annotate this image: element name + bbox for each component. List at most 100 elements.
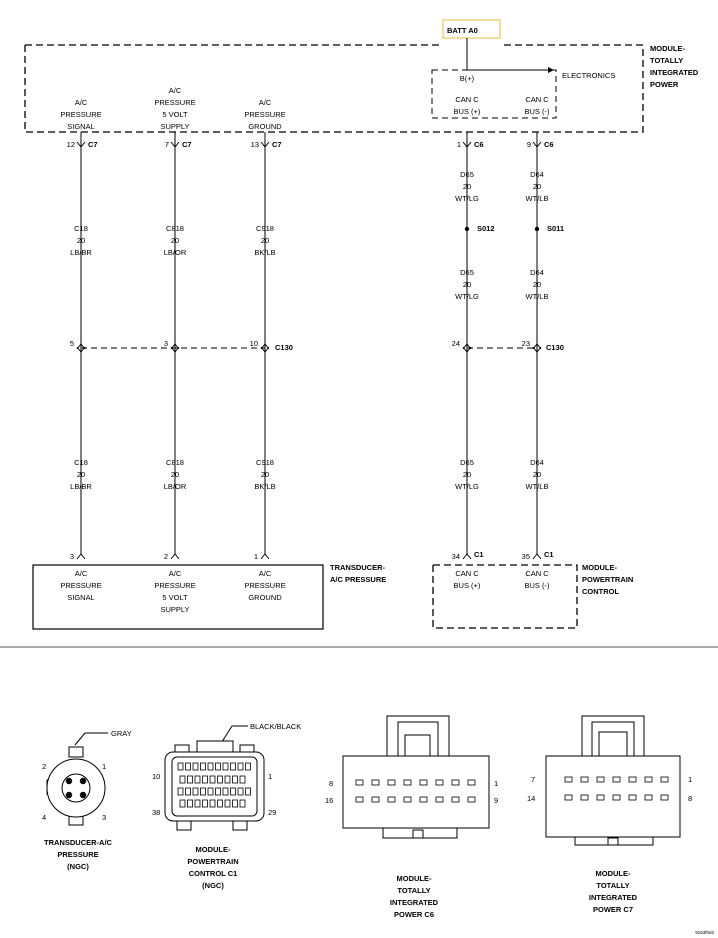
pcm-c1-cavity bbox=[217, 799, 223, 808]
batt-a0-label: BATT A0 bbox=[447, 26, 478, 35]
tipm-c6-cavity bbox=[355, 796, 364, 803]
bottom-pin-fork-supply bbox=[170, 553, 180, 560]
pcm-title-1: MODULE- bbox=[582, 563, 617, 572]
bottom-pin-can-minus: 35 bbox=[522, 552, 530, 561]
pcm-c1-cavity bbox=[245, 787, 251, 796]
bottom-pin-signal: 3 bbox=[70, 552, 74, 561]
pcm-c1-cavities bbox=[177, 762, 251, 808]
transducer-pin-3 bbox=[79, 791, 87, 799]
pcm-c1-cavity bbox=[230, 787, 236, 796]
upper-wire-label-supply: 20 bbox=[171, 236, 179, 245]
bot-func-supply-4: SUPPLY bbox=[160, 605, 189, 614]
pcm-c1-cavity bbox=[215, 762, 221, 771]
top-pin-fork-ground bbox=[260, 141, 270, 148]
pcm-c1-cavity bbox=[202, 775, 208, 784]
c130-fork-bottom-signal bbox=[76, 346, 86, 353]
tipm-c6-cavity bbox=[467, 779, 476, 786]
pcm-c1-caption-1: MODULE- bbox=[196, 845, 231, 854]
upper-wire2-label-can-plus: 20 bbox=[463, 280, 471, 289]
tipm-c6-cavity bbox=[387, 796, 396, 803]
gray-label: GRAY bbox=[111, 729, 132, 738]
tipm-c6-cavity bbox=[451, 796, 460, 803]
bottom-conn-can-plus: C1 bbox=[474, 550, 484, 559]
pcm-c1-cavity bbox=[224, 799, 231, 808]
top-func-ground-2: PRESSURE bbox=[244, 110, 285, 119]
c130-fork-top-ground bbox=[260, 343, 270, 350]
tipm-c7-cavity bbox=[660, 794, 669, 801]
upper-wire2-label-can-minus: WT/LB bbox=[526, 292, 549, 301]
tipm-c7-cavity bbox=[596, 776, 605, 783]
tipm-c7-cavity bbox=[612, 794, 621, 801]
tipm-c6-cavity bbox=[403, 796, 412, 803]
tipm-c6-pin-label-1: 1 bbox=[494, 779, 498, 788]
pcm-c1-cavity bbox=[200, 762, 206, 771]
top-func-signal-3: SIGNAL bbox=[67, 122, 95, 131]
tipm-c7-pin-label-1: 1 bbox=[688, 775, 692, 784]
bot-func-ground-2: PRESSURE bbox=[244, 581, 285, 590]
tipm-function-labels: A/C PRESSURE SIGNAL A/C PRESSURE 5 VOLT … bbox=[60, 86, 550, 131]
upper-wire-label-supply: LB/OR bbox=[164, 248, 187, 257]
pcm-c1-pin-label-1: 1 bbox=[268, 772, 272, 781]
tipm-c6-caption-3: INTEGRATED bbox=[390, 898, 439, 907]
top-func-supply-2: PRESSURE bbox=[154, 98, 195, 107]
tipm-c6-cavity bbox=[435, 796, 444, 803]
c130-fork-bottom-supply bbox=[170, 346, 180, 353]
bot-func-canm-1: CAN C bbox=[525, 569, 549, 578]
c130-fork-top-supply bbox=[170, 343, 180, 350]
pcm-c1-cavity bbox=[209, 775, 216, 784]
tipm-c6-cavity bbox=[435, 779, 444, 786]
pcm-c1-cavity bbox=[222, 762, 229, 771]
pcm-c1-cavity bbox=[185, 787, 191, 796]
tipm-c6-cavity bbox=[355, 779, 364, 786]
upper-wire2-label-can-minus: D64 bbox=[530, 268, 544, 277]
c130-fork-bottom-can-plus bbox=[462, 346, 472, 353]
pcm-c1-cavity bbox=[239, 775, 246, 784]
top-func-canp-1: CAN C bbox=[455, 95, 479, 104]
pcm-c1-cavity bbox=[237, 762, 244, 771]
tipm-c7-latch-inner bbox=[598, 731, 628, 757]
pcm-c1-cavity bbox=[179, 775, 186, 784]
bottom-pin-supply: 2 bbox=[164, 552, 168, 561]
tipm-c7-cavity bbox=[580, 776, 589, 783]
c130-label-left: C130 bbox=[275, 343, 293, 352]
upper-wire2-label-can-plus: WT/LG bbox=[455, 292, 479, 301]
upper-wire-label-can-plus: WT/LG bbox=[455, 194, 479, 203]
upper-wire-label-signal: LB/BR bbox=[70, 248, 92, 257]
pcm-c1-connector-view: BLACK/BLACK 10 1 38 29 MODULE- POWERTRAI… bbox=[152, 722, 301, 890]
transducer-caption-2: PRESSURE bbox=[57, 850, 98, 859]
top-pin-fork-signal bbox=[76, 141, 86, 148]
tipm-c7-cavities bbox=[564, 776, 669, 801]
tipm-c6-latch-inner bbox=[404, 734, 431, 757]
top-func-supply-4: SUPPLY bbox=[160, 122, 189, 131]
transducer-face bbox=[61, 773, 91, 803]
top-func-supply-3: 5 VOLT bbox=[162, 110, 188, 119]
splice-S011 bbox=[534, 226, 540, 232]
top-conn-supply: C7 bbox=[182, 140, 192, 149]
lower-wire-label-supply: C818 bbox=[166, 458, 184, 467]
top-pin-fork-supply bbox=[170, 141, 180, 148]
lower-wire-label-supply: 20 bbox=[171, 470, 179, 479]
pcm-c1-cavity bbox=[207, 787, 214, 796]
pcm-c1-cavity bbox=[194, 799, 201, 808]
tipm-c7-caption-1: MODULE- bbox=[596, 869, 631, 878]
top-pin-supply: 7 bbox=[165, 140, 169, 149]
top-func-canm-2: BUS (-) bbox=[525, 107, 551, 116]
tipm-c7-cavity bbox=[580, 794, 589, 801]
tipm-c6-cavity bbox=[419, 796, 428, 803]
top-func-ground-1: A/C bbox=[259, 98, 272, 107]
upper-wire-label-can-minus: 20 bbox=[533, 182, 541, 191]
bottom-pin-fork-ground bbox=[260, 553, 270, 560]
pcm-c1-cavity bbox=[177, 787, 184, 796]
c130-pin-can-minus: 23 bbox=[522, 339, 530, 348]
tipm-c6-pin-label-9: 9 bbox=[494, 796, 498, 805]
top-func-supply-1: A/C bbox=[169, 86, 182, 95]
bottom-pin-ground: 1 bbox=[254, 552, 258, 561]
c130-fork-top-can-minus bbox=[532, 343, 542, 350]
transducer-caption-1: TRANSDUCER-A/C bbox=[44, 838, 112, 847]
tipm-c6-cavity bbox=[387, 779, 396, 786]
upper-wire-label-ground: BK/LB bbox=[254, 248, 275, 257]
lower-wire-label-can-plus: D65 bbox=[460, 458, 474, 467]
electronics-box: ELECTRONICS B(+) bbox=[431, 69, 615, 119]
tipm-c7-caption-4: POWER C7 bbox=[593, 905, 633, 914]
batt-arrow bbox=[548, 67, 554, 73]
